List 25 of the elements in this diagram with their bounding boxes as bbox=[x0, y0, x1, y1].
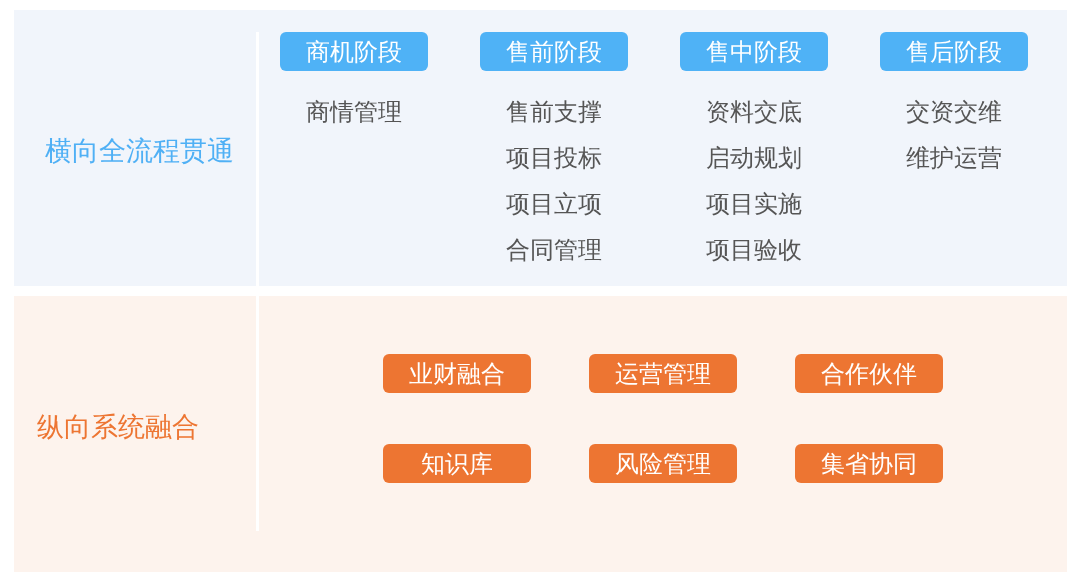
stage-task: 项目投标 bbox=[506, 143, 602, 174]
stage-task: 合同管理 bbox=[506, 235, 602, 266]
stage-task: 项目立项 bbox=[506, 189, 602, 220]
stage-task: 项目验收 bbox=[706, 235, 802, 266]
stage-task: 资料交底 bbox=[706, 97, 802, 128]
system-band bbox=[14, 296, 1067, 572]
process-band bbox=[14, 10, 1067, 286]
band-heading: 纵向系统融合 bbox=[37, 412, 199, 440]
module-tag: 合作伙伴 bbox=[795, 354, 943, 393]
band-heading: 横向全流程贯通 bbox=[44, 136, 234, 164]
module-tag: 运营管理 bbox=[589, 354, 737, 393]
stage-tag: 商机阶段 bbox=[280, 32, 428, 71]
stage-task: 交资交维 bbox=[906, 97, 1002, 128]
stage-task: 启动规划 bbox=[706, 143, 802, 174]
module-tag: 集省协同 bbox=[795, 444, 943, 483]
stage-task: 项目实施 bbox=[706, 189, 802, 220]
stage-task: 维护运营 bbox=[906, 143, 1002, 174]
stage-task: 商情管理 bbox=[306, 97, 402, 128]
stage-tag: 售中阶段 bbox=[680, 32, 828, 71]
module-tag: 风险管理 bbox=[589, 444, 737, 483]
stage-tag: 售前阶段 bbox=[480, 32, 628, 71]
module-tag: 知识库 bbox=[383, 444, 531, 483]
module-tag: 业财融合 bbox=[383, 354, 531, 393]
stage-task: 售前支撑 bbox=[506, 97, 602, 128]
stage-tag: 售后阶段 bbox=[880, 32, 1028, 71]
